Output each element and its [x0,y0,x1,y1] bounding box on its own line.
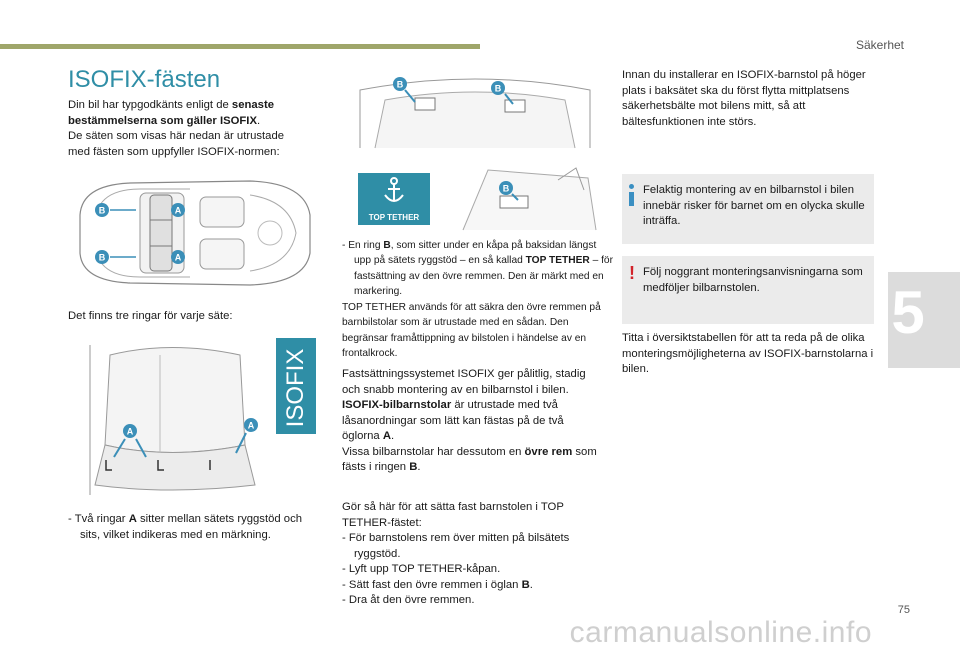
info-icon [629,184,634,206]
isofix-tag-text: ISOFIX [282,348,309,428]
step-2-text: Lyft upp TOP TETHER-kåpan. [348,563,501,575]
step-3: - Sätt fast den övre remmen i öglan B. [342,578,533,591]
label-a-right-text: A [248,421,255,431]
ring-b-text: En ring [348,240,384,251]
label-a-bottom [171,250,185,264]
howto-heading: Gör så här för att sätta fast barnstolen… [342,501,564,529]
label-a-top-text: A [175,206,182,216]
ring-b-bold: B [383,240,391,251]
label-b-bottom-text: B [99,253,106,263]
label-b-top-text: B [99,206,106,216]
step-1: - För barnstolens rem över mitten på bil… [342,532,570,560]
watermark: carmanualsonline.info [569,616,872,649]
tether-cover-diagram: B [462,167,597,231]
label-b-fig1-text: B [397,80,404,90]
seat-back-diagram: B B [359,77,591,149]
label-b-bottom [95,250,109,264]
ring-b-bold-2: TOP TETHER [525,255,590,267]
howto-section: Gör så här för att sätta fast barnstolen… [342,500,604,609]
rear-seat-diagram: A A [89,345,258,495]
intro-end: . [257,114,261,127]
upper-text: Vissa bilbarnstolar har dessutom en [342,445,525,458]
intro-paragraph: Din bil har typgodkänts enligt de senast… [68,98,308,160]
ring-a-bold: A [128,513,137,525]
ring-a-item: - Två ringar A sitter mellan sätets rygg… [68,513,303,541]
system-text: Fastsättningssystemet ISOFIX ger pålitli… [342,368,586,396]
step-4-text: Dra åt den övre remmen. [348,594,475,606]
label-a-left [123,424,137,438]
step-3-text: Sätt fast den övre remmen i öglan [348,578,522,591]
car-top-view-diagram: B A B A [79,180,311,286]
overview-paragraph: Titta i översiktstabellen för att ta red… [622,332,874,375]
upper-b: B [409,461,418,473]
upper-end: . [417,461,421,473]
page-title: ISOFIX-fästen [68,66,221,93]
label-a-top [171,203,185,217]
step-3-end: . [529,578,533,591]
chapter-number: 5 [891,279,925,346]
ring-a-text-2: sitter mellan sätets ryggstöd och sits, … [80,513,303,541]
warning-icon: ! [629,263,635,283]
ring-a-text: Två ringar [74,513,129,525]
top-tether-label: TOP TETHER [368,213,420,222]
intro-text-2: De säten som visas här nedan är utrustad… [68,130,285,158]
warning-note: ! Följ noggrant monteringsanvisningarna … [622,256,874,324]
ring-b-text-3: – för fastsättning av den övre remmen. D… [354,255,613,297]
label-b-top [95,203,109,217]
label-b-fig3-text: B [503,184,510,194]
label-b-fig2 [491,81,505,95]
anchor-icon [384,177,404,202]
label-b-fig2-text: B [495,84,502,94]
label-b-fig3 [499,181,513,195]
label-a-bottom-text: A [175,253,182,263]
top-tether-tag: TOP TETHER [358,173,430,225]
intro-bold: senaste bestämmelserna som gäller ISOFIX [68,99,274,127]
rings-heading: Det finns tre ringar för varje säte: [68,310,233,322]
seat-text: är utrustade med två låsanordningar som … [342,399,564,442]
seat-a: A [382,430,391,442]
system-paragraph: Fastsättningssystemet ISOFIX ger pålitli… [342,367,604,476]
info-note-text: Felaktig montering av en bilbarnstol i b… [643,184,865,227]
upper-bold: övre rem [524,445,573,458]
step-3-bold: B [521,578,530,591]
section-title: Säkerhet [855,38,904,52]
warning-note-text: Följ noggrant monteringsanvisningarna so… [643,266,863,294]
header-bar [0,44,480,49]
ring-b-text-2: , som sitter under en kåpa på baksidan l… [354,240,597,267]
label-a-right [244,418,258,432]
seat-end: . [391,430,395,442]
page-number: 75 [897,604,910,616]
chapter-tab [888,272,960,368]
upper-text-2: som fästs i ringen [342,445,597,474]
step-2: - Lyft upp TOP TETHER-kåpan. [342,563,501,575]
before-install-paragraph: Innan du installerar en ISOFIX-barnstol … [622,69,866,128]
top-tether-paragraph: TOP TETHER används för att säkra den övr… [342,302,601,359]
step-1-text: För barnstolens rem över mitten på bilsä… [348,532,570,560]
intro-text: Din bil har typgodkänts enligt de [68,99,232,111]
isofix-tag: ISOFIX [276,338,316,434]
seat-bold: ISOFIX-bilbarnstolar [342,399,452,411]
step-4: - Dra åt den övre remmen. [342,594,475,606]
ring-b-item: - En ring B, som sitter under en kåpa på… [342,240,613,297]
info-note: Felaktig montering av en bilbarnstol i b… [622,174,874,244]
label-b-fig1 [393,77,407,91]
label-a-left-text: A [127,427,134,437]
